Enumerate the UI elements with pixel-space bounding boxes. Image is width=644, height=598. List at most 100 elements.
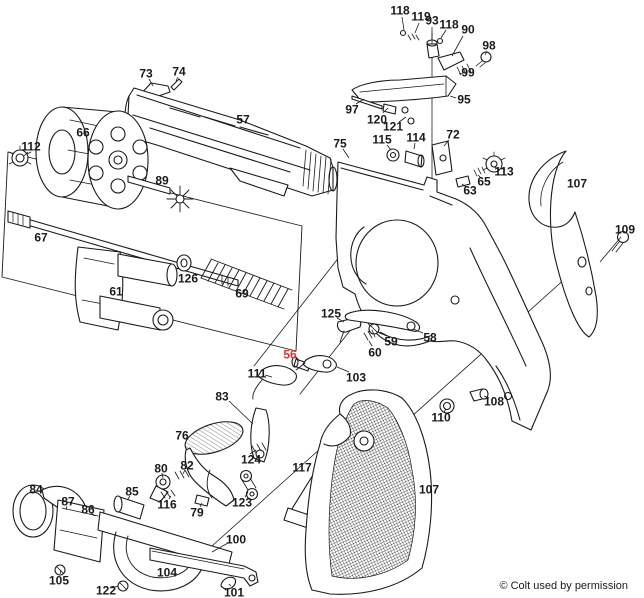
part-label-121: 121 [383, 120, 403, 134]
part-label-107: 107 [567, 177, 587, 191]
part-label-105: 105 [49, 574, 69, 588]
leader-line-101 [228, 583, 232, 587]
leader-line-65 [477, 174, 482, 179]
part-label-107: 107 [419, 483, 439, 497]
part-label-126: 126 [178, 272, 198, 286]
part-label-124: 124 [241, 453, 261, 467]
part-label-93: 93 [425, 14, 439, 28]
part-label-109: 109 [615, 223, 635, 237]
leader-line-109 [599, 236, 622, 263]
leader-line-95 [449, 95, 457, 99]
part-label-113: 113 [494, 165, 514, 179]
leader-line-58 [412, 328, 424, 334]
part-label-101: 101 [224, 586, 244, 598]
leader-line-111 [264, 374, 273, 378]
mainspring-coil-drawing [200, 258, 293, 310]
leader-line-120 [382, 107, 389, 114]
leader-line-79 [199, 502, 203, 508]
leader-line-87 [65, 505, 68, 511]
leader-line-74 [175, 76, 179, 82]
copyright-notice: © Colt used by permission [499, 580, 628, 592]
part-label-118: 118 [390, 4, 410, 18]
leader-line-125 [336, 317, 345, 323]
part-label-119: 119 [411, 10, 431, 24]
leader-line-110 [443, 408, 447, 413]
part-label-99: 99 [461, 66, 475, 80]
leader-line-86 [90, 512, 96, 517]
leader-line-100 [211, 542, 229, 553]
part-label-75: 75 [333, 137, 347, 151]
leader-line-105 [59, 569, 62, 575]
part-label-104: 104 [157, 566, 177, 580]
leader-line-56 [294, 356, 301, 362]
bushing-drawing [176, 254, 192, 272]
leader-line-119 [414, 22, 420, 34]
leader-line-98 [484, 50, 488, 56]
leader-line-82 [182, 469, 186, 475]
part-label-60: 60 [368, 346, 382, 360]
leader-line-63 [461, 183, 467, 188]
part-label-122: 122 [96, 584, 116, 598]
part-label-97: 97 [345, 103, 359, 117]
part-label-108: 108 [484, 395, 504, 409]
part-label-117: 117 [292, 461, 312, 475]
part-label-80: 80 [154, 462, 168, 476]
leader-line-75 [342, 148, 350, 159]
part-label-120: 120 [367, 113, 387, 127]
right-grip-panel-drawing [528, 150, 630, 338]
part-label-59: 59 [384, 335, 398, 349]
part-label-87: 87 [61, 495, 75, 509]
left-grip-panel-drawing [304, 389, 433, 595]
leader-line-121 [398, 116, 407, 123]
part-label-84: 84 [29, 483, 43, 497]
part-label-116: 116 [157, 498, 177, 512]
part-label-63: 63 [463, 184, 477, 198]
part-label-90: 90 [461, 23, 475, 37]
part-label-83: 83 [215, 390, 229, 404]
frame-drawing [335, 161, 551, 431]
leader-line-114 [413, 142, 416, 150]
cylinder-drawing [35, 106, 149, 210]
leader-line-124 [249, 449, 257, 455]
part-label-58: 58 [423, 331, 437, 345]
part-label-72: 72 [446, 128, 460, 142]
leader-line-115 [386, 144, 392, 151]
leader-line-59 [379, 331, 389, 337]
grip-screw-parts-drawing [439, 388, 489, 414]
leader-line-90 [451, 35, 464, 57]
leader-line-118 [401, 16, 405, 31]
part-label-110: 110 [431, 411, 451, 425]
leader-line-123 [244, 491, 249, 498]
sideplate-parts-drawing [386, 140, 506, 188]
part-label-111: 111 [248, 367, 267, 381]
leader-line-113 [493, 166, 500, 170]
leader-line-73 [148, 78, 154, 87]
part-label-56: 56 [283, 348, 297, 362]
part-label-95: 95 [457, 93, 471, 107]
leader-line-60 [368, 340, 373, 347]
part-label-98: 98 [482, 39, 496, 53]
rear-sight-drawing [351, 29, 492, 125]
part-label-65: 65 [477, 175, 491, 189]
ejector-drawing [127, 175, 194, 213]
part-label-66: 66 [76, 126, 90, 140]
cylinder-stop-parts-drawing [149, 469, 210, 507]
part-label-76: 76 [175, 429, 189, 443]
leader-line-103 [336, 366, 350, 373]
part-label-61: 61 [109, 285, 123, 299]
leader-line-122 [111, 585, 119, 589]
part-label-112: 112 [21, 140, 41, 154]
part-label-86: 86 [81, 503, 95, 517]
part-label-118: 118 [439, 18, 459, 32]
leader-line-112 [23, 151, 29, 157]
part-label-73: 73 [139, 67, 153, 81]
part-label-57: 57 [236, 113, 250, 127]
crane-drawing [74, 246, 178, 331]
leader-line-116 [168, 495, 172, 500]
part-label-74: 74 [172, 65, 186, 79]
leader-line-72 [443, 139, 450, 147]
part-label-82: 82 [180, 459, 194, 473]
part-label-125: 125 [321, 307, 341, 321]
